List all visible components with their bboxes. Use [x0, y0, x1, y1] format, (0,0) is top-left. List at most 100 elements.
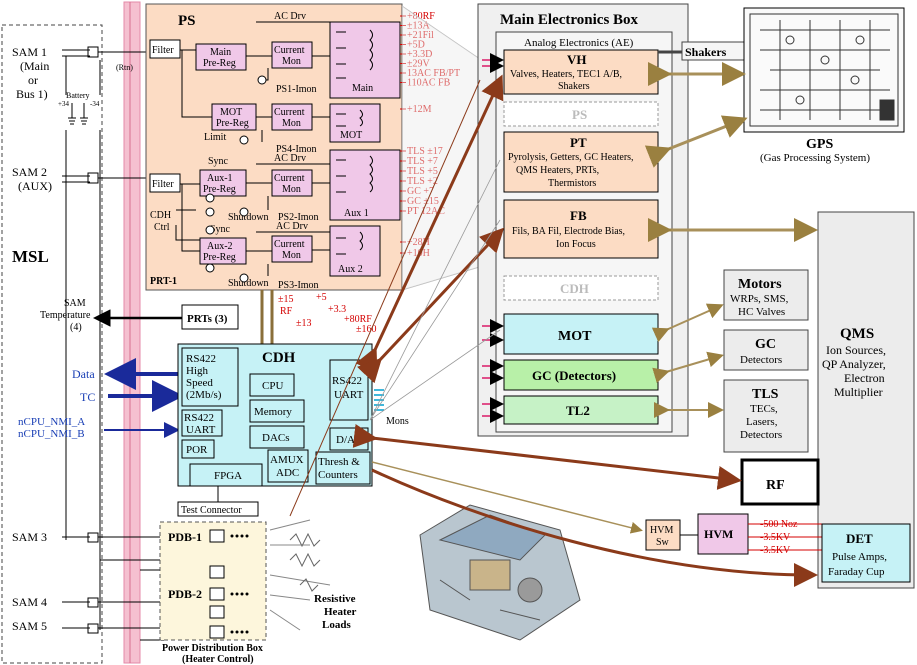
cdh-uart2-l2: UART: [334, 389, 364, 401]
cdh-dacs-label: DACs: [262, 432, 290, 444]
sam1-line-4: Bus 1): [16, 87, 48, 101]
ps-ps2-imon: PS2-Imon: [278, 212, 319, 223]
cdh-hs-l2: High: [186, 365, 209, 377]
battery-minus: -34: [90, 100, 100, 108]
vh-desc-2: Shakers: [558, 81, 590, 92]
ps-cm4-l2: Mon: [282, 250, 301, 261]
vh-title: VH: [567, 52, 587, 67]
tc-label: TC: [80, 390, 95, 404]
cdh-fpga: [189, 463, 263, 487]
ps-prt1: PRT-1: [150, 276, 177, 287]
heater-resistors: [289, 532, 321, 592]
cdh-slot-label: CDH: [560, 281, 589, 296]
cdh-hs-l3: Speed: [186, 377, 213, 389]
ps-current-mon-4: [271, 235, 313, 263]
motors-box: [723, 269, 809, 321]
pdb-caption-l1: Power Distribution Box: [162, 643, 263, 654]
cdh-thresh-l2: Counters: [318, 469, 358, 481]
gps-subtitle: (Gas Processing System): [760, 152, 870, 164]
sam-temp-line-1: SAM: [64, 298, 86, 309]
hv-lines: [748, 523, 830, 551]
mot-title: MOT: [558, 329, 592, 344]
gc-board: [503, 359, 659, 391]
ps-ps3-imon: PS3-Imon: [278, 280, 319, 291]
cdh-amux: [267, 449, 309, 483]
ps-filter-1-label: Filter: [152, 45, 174, 56]
ps-aux1-prereg: [199, 169, 247, 197]
hvm-sw-box: [645, 519, 681, 551]
pdb-caption-l2: (Heater Control): [182, 654, 254, 665]
mons-label: Mons: [386, 416, 409, 427]
ps-aux1-l1: Aux-1: [207, 173, 233, 184]
ps-aux1-label: Aux 1: [344, 208, 369, 219]
ps-main-prereg-l2: Pre-Reg: [203, 58, 236, 69]
ps-mot-prereg: [211, 103, 257, 131]
cdh-fpga-label: FPGA: [214, 470, 242, 482]
msl-region: [1, 24, 103, 664]
prts-label: PRTs (3): [187, 313, 228, 325]
vh-desc-1: Valves, Heaters, TEC1 A/B,: [510, 69, 622, 80]
ps-mot-prereg-l1: MOT: [220, 107, 242, 118]
sam-temperature-label: SAM Temperature (4): [40, 298, 91, 333]
fb-title: FB: [570, 208, 587, 223]
rf-box: [740, 458, 820, 506]
ps-rail-main-4: +3.3D: [407, 49, 432, 60]
cdh-cpu-label: CPU: [262, 380, 283, 392]
cdh-hs-l4: (2Mb/s): [186, 389, 222, 401]
supply-rf: RF: [280, 306, 293, 317]
supply-5: +5: [316, 292, 327, 303]
test-connector-box: [177, 501, 259, 517]
ps-rail-main-6: 13AC FB/PT: [407, 68, 460, 79]
cdh-supply-labels: ±15 RF ±13 +5 +3.3 +80RF ±160: [278, 292, 377, 335]
gc-det-title: GC: [755, 337, 776, 352]
hvm-sw-l1: HVM: [650, 525, 673, 536]
tls-desc-1: TECs,: [750, 403, 778, 415]
hvm-sw-l2: Sw: [656, 537, 670, 548]
ps-main-label: Main: [352, 83, 373, 94]
instrument-illustration: [419, 504, 581, 641]
ps-cm2-l1: Current: [274, 107, 305, 118]
pt-desc-1: Pyrolysis, Getters, GC Heaters,: [508, 152, 634, 163]
meb-title: Main Electronics Box: [500, 12, 639, 28]
qms-desc-2: QP Analyzer,: [822, 357, 886, 371]
hvm-title: HVM: [704, 527, 733, 541]
ps-rail-main-1: ±13A: [407, 21, 430, 32]
heater-l2: Heater: [324, 606, 356, 618]
prts-box: [181, 304, 239, 330]
pt-desc-3: Thermistors: [548, 178, 596, 189]
ps-current-mon-3: [271, 169, 313, 197]
cdh-cpu: [249, 373, 295, 397]
ps-aux2-label: Aux 2: [338, 264, 363, 275]
sam1-line-1: SAM 1: [12, 45, 47, 59]
supply-bus: [260, 290, 274, 344]
motors-desc-1: WRPs, SMS,: [730, 293, 789, 305]
hvm-box: [697, 513, 749, 555]
det-desc-2: Faraday Cup: [828, 566, 885, 578]
battery-plus: +34: [58, 100, 69, 108]
ps-ps1-imon: PS1-Imon: [276, 84, 317, 95]
ps-limit: Limit: [204, 132, 226, 143]
sam5-label: SAM 5: [12, 619, 47, 633]
tl2-title: TL2: [566, 403, 590, 418]
ps-cm1-l1: Current: [274, 45, 305, 56]
fb-desc-1: Fils, BA Fil, Electrode Bias,: [512, 226, 625, 237]
ps-cdh-ctrl-1: CDH: [150, 210, 171, 221]
nmi-b-label: nCPU_NMI_B: [18, 428, 85, 440]
ps-sync-1: Sync: [208, 156, 229, 167]
battery-label: Battery: [66, 91, 90, 100]
cdh-dacs: [249, 425, 305, 449]
ps-cm3-l1: Current: [274, 173, 305, 184]
det-box: [821, 523, 911, 583]
supply-15: ±15: [278, 294, 294, 305]
tls-desc-2: Lasers,: [746, 416, 778, 428]
motors-title: Motors: [738, 277, 782, 292]
mot-board: [503, 313, 659, 355]
qms-title: QMS: [840, 326, 874, 342]
ps-shutdown-1: Shutdown: [228, 212, 269, 223]
gps-schematic-detail: [749, 13, 899, 127]
cdh-title: CDH: [262, 350, 296, 366]
shakers-label: Shakers: [685, 45, 727, 59]
ps-rail-main-2: +21Fil: [407, 30, 434, 41]
ps-title: PS: [178, 13, 196, 29]
cdh-uart2-l1: RS422: [332, 375, 362, 387]
